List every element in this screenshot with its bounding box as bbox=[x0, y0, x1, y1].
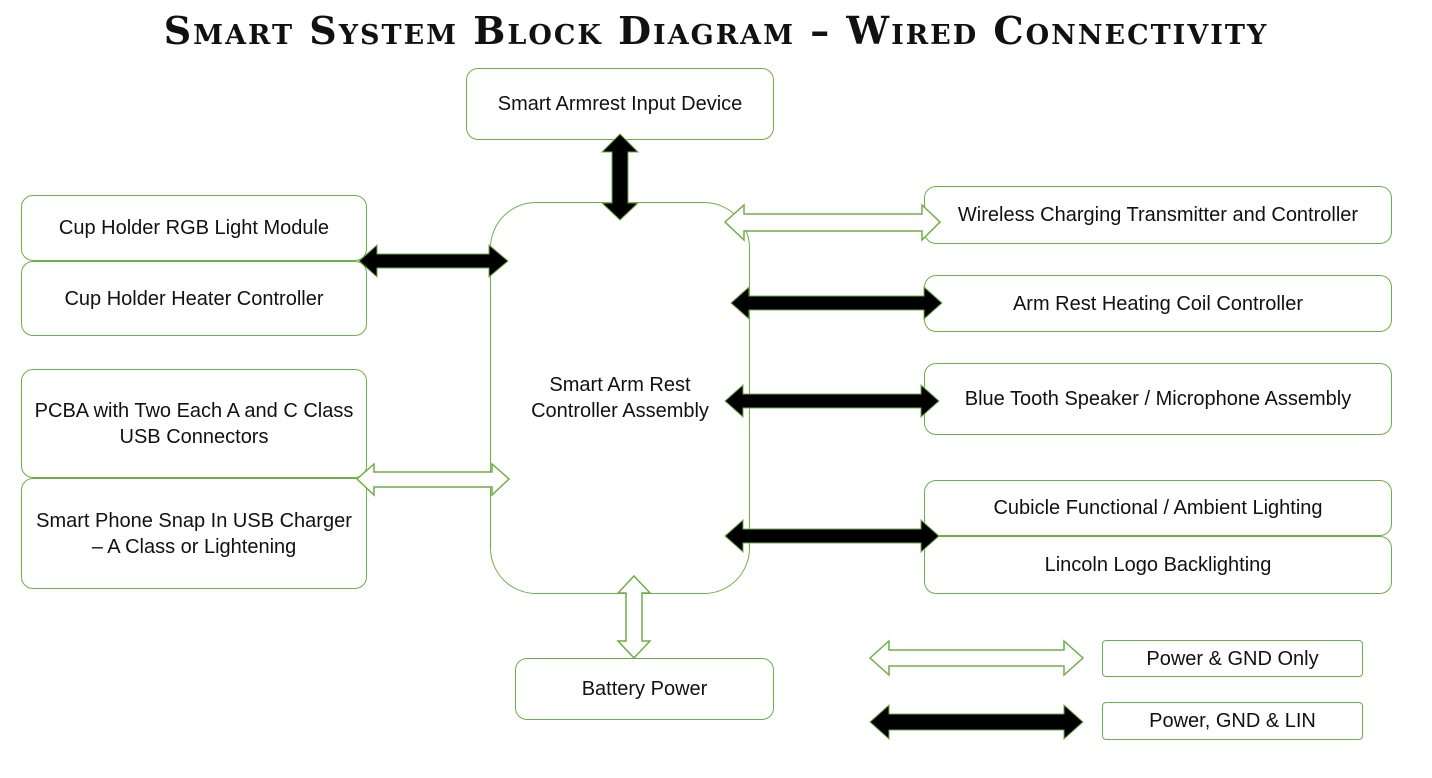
smart-armrest-input-device-block: Smart Armrest Input Device bbox=[466, 68, 774, 140]
cubicle-lighting-block: Cubicle Functional / Ambient Lighting bbox=[924, 480, 1392, 536]
legend-power-gnd-label: Power & GND Only bbox=[1102, 640, 1363, 677]
wireless-charging-hollow-arrow bbox=[723, 203, 942, 242]
usb-charger-hollow-arrow bbox=[355, 462, 511, 497]
battery-power-block: Battery Power bbox=[515, 658, 774, 720]
heating-coil-solid-arrow bbox=[730, 285, 943, 321]
cup-holder-heater-block: Cup Holder Heater Controller bbox=[21, 261, 367, 336]
legend-solid-arrow bbox=[869, 703, 1084, 741]
lighting-solid-arrow bbox=[724, 518, 940, 554]
heating-coil-block: Arm Rest Heating Coil Controller bbox=[924, 275, 1392, 332]
battery-hollow-arrow bbox=[616, 574, 652, 660]
legend-hollow-arrow bbox=[868, 639, 1085, 677]
cup-holder-rgb-light-block: Cup Holder RGB Light Module bbox=[21, 195, 367, 261]
cup-holder-solid-arrow bbox=[358, 243, 509, 279]
smart-phone-charger-block: Smart Phone Snap In USB Charger – A Clas… bbox=[21, 478, 367, 589]
controller-assembly-block: Smart Arm Rest Controller Assembly bbox=[490, 202, 750, 594]
wireless-charging-block: Wireless Charging Transmitter and Contro… bbox=[924, 186, 1392, 244]
input-device-solid-arrow bbox=[600, 133, 640, 221]
pcba-usb-connectors-block: PCBA with Two Each A and C Class USB Con… bbox=[21, 369, 367, 478]
legend-power-gnd-lin-label: Power, GND & LIN bbox=[1102, 702, 1363, 740]
logo-backlighting-block: Lincoln Logo Backlighting bbox=[924, 536, 1392, 594]
bluetooth-speaker-solid-arrow bbox=[724, 383, 940, 419]
diagram-title: Smart System Block Diagram – Wired Conne… bbox=[163, 8, 1269, 53]
